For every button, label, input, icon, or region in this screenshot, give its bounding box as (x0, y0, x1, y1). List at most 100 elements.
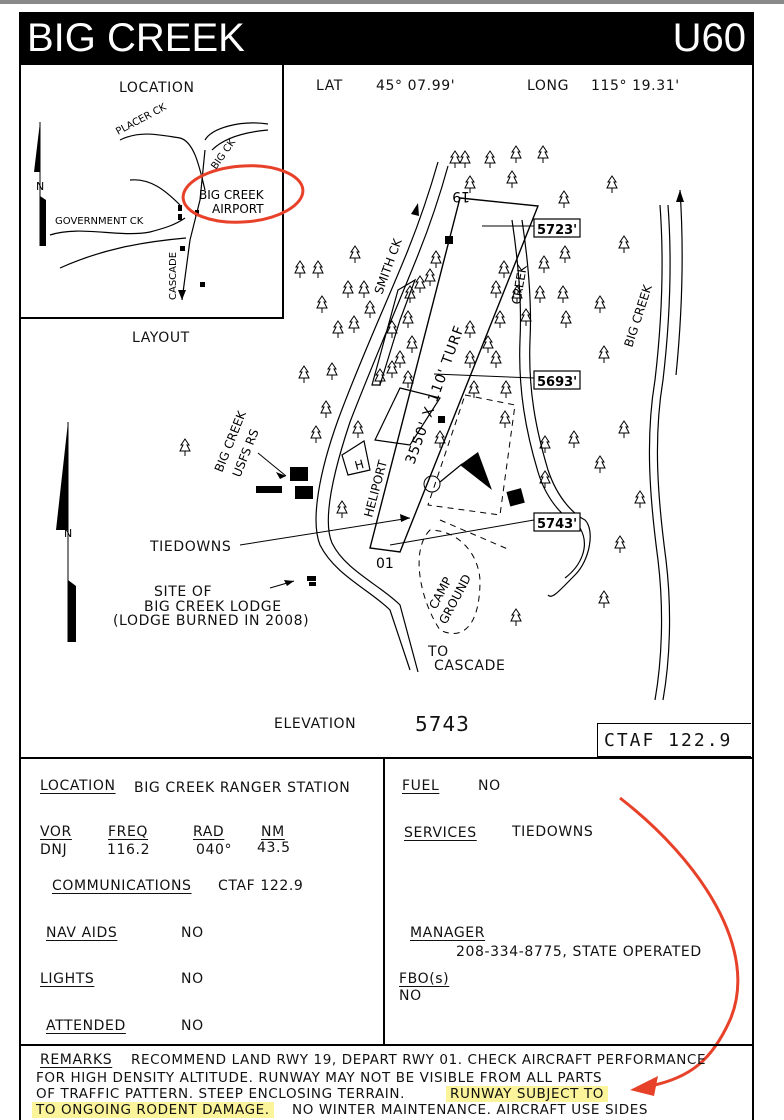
freq-value: 116.2 (107, 842, 151, 858)
manager-value: 208-334-8775, STATE OPERATED (456, 944, 702, 960)
nm-value: 43.5 (257, 840, 291, 856)
tree-icon (568, 430, 580, 448)
remarks-line3b-highlight: RUNWAY SUBJECT TO (446, 1086, 608, 1102)
remarks-line4b: NO WINTER MAINTENANCE. AIRCRAFT USE SIDE… (292, 1102, 649, 1118)
tree-icon (539, 470, 551, 488)
tree-symbols (179, 145, 646, 626)
tree-icon (424, 268, 436, 286)
tree-icon (511, 285, 523, 303)
location-info-label: LOCATION (40, 778, 116, 794)
tree-icon (520, 308, 532, 326)
tree-icon (490, 350, 502, 368)
title-bar: BIG CREEK U60 (19, 12, 754, 65)
freq-label: FREQ (108, 824, 149, 840)
runway-end-19: 19 (452, 188, 470, 204)
airport-name: BIG CREEK (27, 16, 245, 60)
tree-icon (364, 300, 376, 318)
big-creek-label: BIG CREEK (622, 282, 656, 349)
lodge-label-line1: SITE OF (154, 584, 213, 600)
info-center-divider (383, 757, 385, 1045)
tree-icon (557, 285, 569, 303)
tree-icon (560, 310, 572, 328)
tree-icon (342, 280, 354, 298)
elev-point-mid: 5693' (537, 375, 577, 390)
tree-icon (179, 438, 191, 456)
tree-icon (538, 255, 550, 273)
tree-icon (634, 490, 646, 508)
tree-icon (614, 535, 626, 553)
tree-icon (468, 380, 480, 398)
tree-icon (332, 320, 344, 338)
tree-icon (449, 150, 461, 168)
tree-icon (386, 320, 398, 338)
tree-icon (374, 368, 386, 386)
tree-icon (594, 295, 606, 313)
tree-icon (349, 245, 361, 263)
tree-icon (594, 455, 606, 473)
fbo-label: FBO(s) (399, 971, 450, 987)
tree-icon (402, 370, 414, 388)
fuel-label: FUEL (402, 778, 440, 794)
tree-icon (618, 235, 630, 253)
airport-label-line1: BIG CREEK (199, 188, 265, 202)
fuel-value: NO (478, 778, 501, 794)
tree-icon (430, 250, 442, 268)
tree-icon (618, 420, 630, 438)
lights-label: LIGHTS (40, 971, 95, 987)
runway-outline (369, 197, 539, 553)
tree-icon (464, 320, 476, 338)
tree-icon (510, 145, 522, 163)
tree-icon (598, 345, 610, 363)
chart-frame (19, 12, 754, 1120)
remarks-label: REMARKS (40, 1052, 113, 1068)
lat-value: 45° 07.99' (376, 78, 456, 94)
nm-label: NM (261, 824, 285, 840)
to-cascade-line2: CASCADE (434, 658, 506, 674)
communications-label: COMMUNICATIONS (52, 878, 192, 894)
government-ck-label: GOVERNMENT CK (55, 216, 144, 227)
placer-ck-label: PLACER CK (114, 102, 169, 138)
tree-icon (336, 500, 348, 518)
rad-label: RAD (193, 824, 225, 840)
attended-label: ATTENDED (46, 1018, 126, 1034)
info-top-divider (19, 757, 754, 759)
tree-icon (394, 350, 406, 368)
tree-icon (316, 295, 328, 313)
lodge-label-line2: BIG CREEK LODGE (144, 599, 282, 615)
airport-label-line2: AIRPORT (212, 202, 264, 216)
tree-icon (320, 400, 332, 418)
tree-icon (298, 365, 310, 383)
lights-value: NO (181, 971, 204, 987)
tree-icon (404, 285, 416, 303)
lat-label: LAT (316, 78, 343, 94)
tree-icon (348, 315, 360, 333)
location-north-arrow (34, 122, 46, 246)
tree-icon (490, 280, 502, 298)
tree-icon (482, 335, 494, 353)
fbo-value: NO (399, 988, 422, 1004)
remarks-line1: RECOMMEND LAND RWY 19, DEPART RWY 01. CH… (131, 1052, 707, 1068)
lodge-label-line3: (LODGE BURNED IN 2008) (113, 613, 310, 629)
elevation-label: ELEVATION (274, 716, 357, 732)
airport-circle-annotation (181, 164, 305, 224)
tree-icon (558, 190, 570, 208)
tree-icon (459, 150, 471, 168)
location-info-value: BIG CREEK RANGER STATION (134, 780, 351, 796)
tree-icon (494, 310, 506, 328)
tiedowns-label: TIEDOWNS (150, 539, 232, 555)
tree-icon (498, 260, 510, 278)
elev-point-north: 5723' (537, 223, 577, 238)
remarks-divider (19, 1044, 754, 1046)
location-north-label: N (36, 180, 44, 193)
navaids-value: NO (181, 925, 204, 941)
tree-icon (386, 360, 398, 378)
tree-icon (310, 425, 322, 443)
tree-icon (464, 350, 476, 368)
roads-and-streams (315, 161, 683, 701)
remarks-line4a-highlight: TO ONGOING RODENT DAMAGE. (32, 1102, 274, 1118)
airport-code: U60 (672, 16, 746, 60)
tree-icon (534, 285, 546, 303)
tree-icon (352, 420, 364, 438)
remarks-line2: FOR HIGH DENSITY ALTITUDE. RUNWAY MAY NO… (36, 1070, 603, 1086)
